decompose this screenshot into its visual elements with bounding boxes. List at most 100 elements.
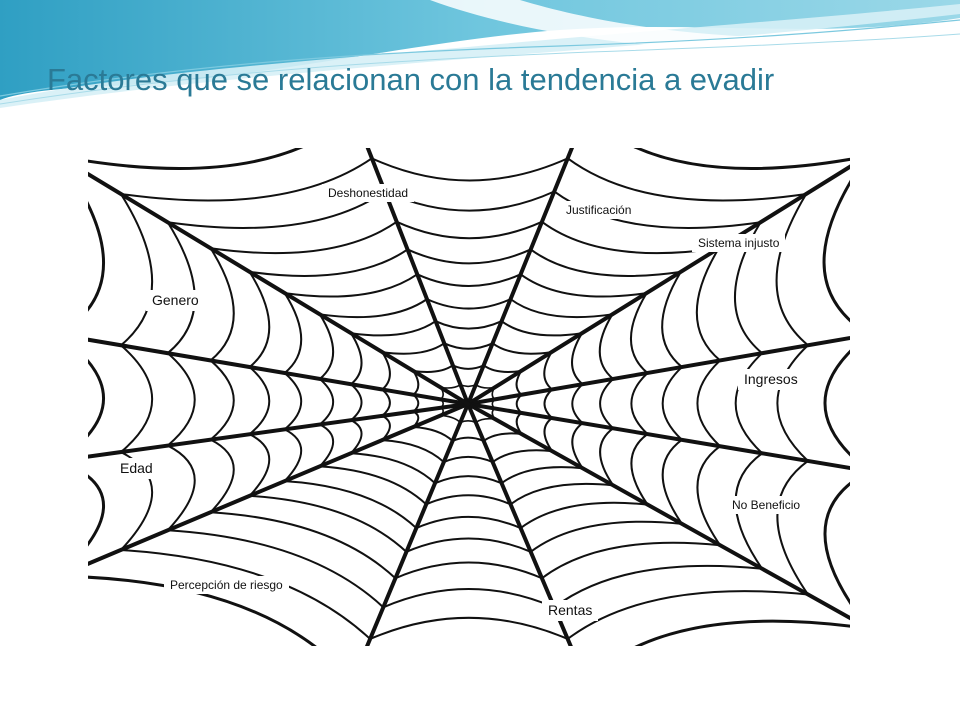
web-ring-segment (248, 433, 271, 497)
web-outer-arc (88, 359, 106, 438)
web-outer-arc (634, 619, 850, 646)
web-ring-segment (500, 466, 583, 484)
web-ring-segment (501, 320, 583, 337)
web-ring-segment (571, 332, 584, 385)
web-ring-segment (319, 298, 428, 319)
web-ring-segment (248, 271, 271, 368)
web-ring-segment (350, 452, 436, 484)
web-ring-segment (382, 587, 555, 609)
web-outer-arc (822, 179, 850, 323)
web-threads (88, 148, 850, 646)
web-ring-segment (167, 190, 386, 229)
label-genero: Genero (146, 290, 205, 311)
header-wave-decoration (0, 0, 960, 108)
web-ring-segment (381, 351, 391, 391)
label-justificacion: Justificación (560, 201, 638, 220)
web-ring-segment (382, 342, 445, 355)
web-outer-arc (823, 481, 850, 605)
web-spoke (466, 402, 850, 471)
web-ring-segment (443, 342, 494, 350)
web-ring-segment (696, 445, 721, 546)
web-ring-segment (492, 449, 553, 463)
web-ring-segment (284, 273, 418, 298)
web-ring-segment (452, 436, 485, 442)
web-ring-segment (120, 193, 154, 347)
web-ring-segment (350, 332, 363, 385)
web-ring-segment (371, 157, 569, 182)
web-spoke (88, 402, 470, 459)
web-ring-segment (319, 378, 335, 426)
web-ring-segment (661, 366, 683, 441)
web-ring-segment (483, 432, 522, 442)
spider-web-graphic (88, 148, 850, 646)
web-ring-segment (520, 273, 647, 298)
label-rentas: Rentas (542, 600, 599, 621)
web-ring-segment (571, 383, 584, 424)
spider-web-diagram: Deshonestidad Justificación Sistema inju… (88, 148, 850, 646)
web-outer-arc (88, 474, 106, 547)
web-ring-segment (283, 428, 302, 482)
web-ring-segment (413, 425, 454, 442)
web-ring-segment (530, 248, 681, 277)
web-spoke (466, 402, 850, 621)
label-edad: Edad (114, 458, 159, 479)
web-outer-arc (88, 201, 106, 312)
web-ring-segment (509, 482, 614, 506)
web-ring-segment (413, 364, 454, 373)
web-ring-segment (209, 247, 235, 362)
web-ring-segment (381, 388, 391, 417)
web-spoke (466, 335, 850, 406)
web-ring-segment (167, 529, 384, 609)
web-ring-segment (629, 292, 649, 374)
web-ring-segment (426, 298, 511, 310)
web-ring-segment (734, 352, 763, 455)
web-ring-segment (599, 427, 614, 486)
web-ring-segment (543, 351, 553, 391)
web-ring-segment (350, 419, 363, 454)
web-ring-segment (166, 444, 196, 531)
web-ring-segment (209, 438, 235, 513)
web-ring-segment (492, 342, 552, 355)
web-ring-segment (661, 271, 683, 368)
web-ring-segment (452, 364, 485, 370)
web-ring-segment (283, 292, 303, 374)
web-ring-segment (416, 273, 522, 287)
web-ring-segment (543, 417, 553, 452)
label-percepcion-de-riesgo: Percepción de riesgo (164, 576, 289, 595)
web-ring-segment (553, 564, 763, 609)
web-spoke (466, 402, 573, 646)
web-ring-segment (166, 221, 196, 354)
web-ring-segment (443, 455, 494, 463)
web-ring-segment (696, 359, 721, 447)
web-ring-segment (415, 516, 522, 529)
web-spoke (88, 171, 470, 406)
web-outer-arc (823, 349, 850, 457)
web-ring-segment (530, 520, 683, 553)
web-ring-segment (249, 494, 408, 553)
web-ring-segment (120, 344, 153, 453)
web-ring-segment (543, 388, 553, 419)
web-ring-segment (167, 352, 196, 447)
web-ring-segment (284, 480, 417, 529)
web-ring-segment (599, 378, 614, 430)
web-spoke (88, 337, 470, 406)
slide-title: Factores que se relacionan con la tenden… (47, 62, 775, 97)
web-ring-segment (318, 313, 334, 380)
web-ring-segment (435, 320, 503, 330)
web-ring-segment (776, 344, 809, 462)
label-deshonestidad: Deshonestidad (322, 184, 415, 203)
web-ring-segment (382, 439, 445, 463)
web-ring-segment (483, 364, 522, 373)
web-ring-segment (571, 422, 584, 469)
label-sistema-injusto: Sistema injusto (692, 234, 786, 253)
web-ring-segment (509, 298, 613, 319)
web-ring-segment (395, 561, 543, 580)
web-ring-segment (776, 460, 809, 596)
web-spoke (466, 148, 575, 406)
web-ring-segment (210, 511, 397, 579)
web-ring-segment (567, 590, 809, 640)
web-ring-segment (434, 475, 502, 485)
web-ring-segment (350, 383, 363, 421)
web-ring-segment (209, 359, 235, 441)
web-ring-segment (350, 320, 437, 337)
